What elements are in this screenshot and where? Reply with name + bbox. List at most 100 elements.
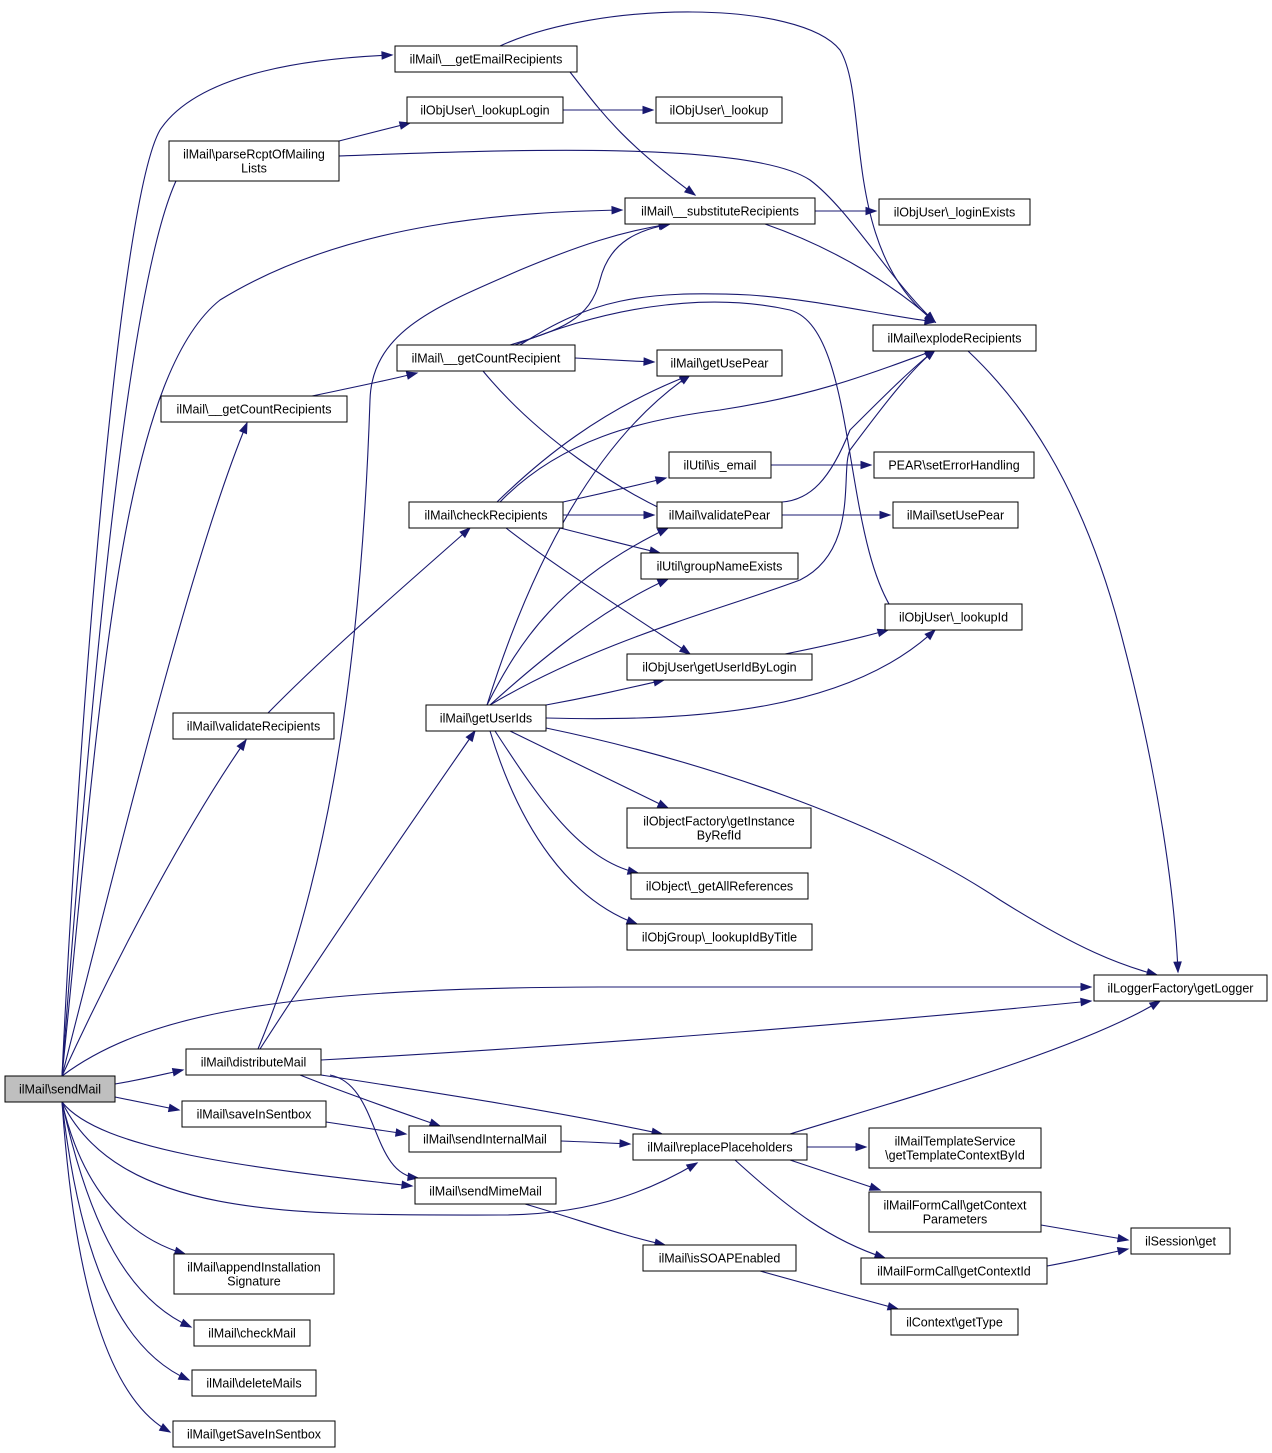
edge-getUserIds-to-getUserIdByLogin — [545, 678, 666, 706]
edge-distributeMail-to-sendMimeMail — [329, 1074, 420, 1182]
edge-sendMail-to-distributeMail — [114, 1068, 185, 1085]
edge-sendMail-to-getSaveInSentbox — [61, 1101, 172, 1433]
edge-replacePlaceholders-to-getContextId — [734, 1159, 887, 1259]
edge-sendMail-to-checkMail — [61, 1101, 193, 1328]
node-substituteRecipients[interactable]: ilMail\__substituteRecipients — [624, 197, 816, 225]
edge-getUserIds-to-getAllReferences — [494, 730, 640, 875]
node-box — [168, 140, 340, 182]
node-isSOAPEnabled[interactable]: ilMail\isSOAPEnabled — [642, 1244, 797, 1272]
node-deleteMails[interactable]: ilMail\deleteMails — [191, 1369, 317, 1397]
node-isEmail[interactable]: ilUtil\is_email — [668, 451, 772, 479]
node-sendMail[interactable]: ilMail\sendMail — [4, 1075, 116, 1103]
node-box — [173, 1253, 335, 1295]
arrowhead — [873, 1250, 887, 1259]
edge-distributeMail-to-sendInternalMail — [299, 1074, 442, 1127]
node-box — [185, 1048, 322, 1076]
arrowhead — [398, 121, 412, 130]
arrowhead — [683, 185, 697, 196]
node-box — [193, 1319, 311, 1347]
node-objUserLookup[interactable]: ilObjUser\_lookup — [655, 96, 783, 124]
node-box — [394, 45, 578, 73]
node-box — [1093, 974, 1268, 1002]
node-label: ilMail\__getEmailRecipients — [410, 53, 563, 67]
arrowhead — [407, 1172, 420, 1182]
node-box — [884, 603, 1023, 631]
edges-layer — [61, 11, 1182, 1433]
arrowhead — [236, 738, 247, 752]
node-lookupIdByTitle[interactable]: ilObjGroup\_lookupIdByTitle — [626, 923, 813, 951]
edge-checkRecipients-to-isEmail — [562, 476, 668, 503]
node-setErrorHandling[interactable]: PEAR\setErrorHandling — [873, 451, 1035, 479]
edge-sendMail-to-sendMimeMail — [61, 1101, 414, 1190]
arrowhead — [924, 628, 937, 641]
node-label: ilMail\replacePlaceholders — [647, 1141, 792, 1155]
node-label: ilMail\distributeMail — [201, 1056, 307, 1070]
node-getSaveInSentbox[interactable]: ilMail\getSaveInSentbox — [172, 1420, 336, 1448]
node-label: ilMail\validatePear — [669, 509, 770, 523]
node-setUsePear[interactable]: ilMail\setUsePear — [892, 501, 1019, 529]
node-box — [4, 1075, 116, 1103]
edge-checkRecipients-to-groupNameExists — [559, 527, 662, 555]
node-box — [160, 395, 348, 423]
node-lookupLogin[interactable]: ilObjUser\_lookupLogin — [406, 96, 564, 124]
arrowhead — [173, 1246, 187, 1256]
node-box — [890, 1308, 1019, 1336]
node-getLogger[interactable]: ilLoggerFactory\getLogger — [1093, 974, 1268, 1002]
node-getUserIdByLogin[interactable]: ilObjUser\getUserIdByLogin — [626, 653, 813, 681]
node-saveInSentbox[interactable]: ilMail\saveInSentbox — [181, 1100, 327, 1128]
node-loginExists[interactable]: ilObjUser\_loginExists — [878, 198, 1031, 226]
edge-getUserIds-to-validatePear — [486, 527, 670, 706]
node-label: PEAR\setErrorHandling — [888, 459, 1019, 473]
node-validatePear[interactable]: ilMail\validatePear — [656, 501, 783, 529]
node-getTemplateContextById[interactable]: ilMailTemplateService\getTemplateContext… — [868, 1127, 1042, 1169]
node-groupNameExists[interactable]: ilUtil\groupNameExists — [640, 552, 799, 580]
node-box — [868, 1191, 1042, 1233]
arrowhead — [860, 460, 873, 470]
node-box — [1130, 1227, 1231, 1255]
edge-getCountRecipients-to-getCountRecipient — [311, 371, 419, 397]
edge-substituteRecipients-to-explodeRecipients — [764, 223, 937, 323]
node-checkRecipients[interactable]: ilMail\checkRecipients — [408, 501, 564, 529]
edge-getEmailRecipients-to-substituteRecipients — [569, 71, 697, 196]
node-getCountRecipient[interactable]: ilMail\__getCountRecipient — [396, 344, 576, 372]
node-label: Signature — [227, 1275, 281, 1289]
node-lookupId[interactable]: ilObjUser\_lookupId — [884, 603, 1023, 631]
node-checkMail[interactable]: ilMail\checkMail — [193, 1319, 311, 1347]
edge-replacePlaceholders-to-getContextParameters — [789, 1159, 882, 1191]
node-distributeMail[interactable]: ilMail\distributeMail — [185, 1048, 322, 1076]
node-label: ilMail\sendMail — [19, 1083, 101, 1097]
node-box — [172, 712, 335, 740]
node-getCountRecipients[interactable]: ilMail\__getCountRecipients — [160, 395, 348, 423]
node-box — [414, 1177, 557, 1205]
node-getUsePear[interactable]: ilMail\getUsePear — [656, 349, 783, 377]
node-sessionGet[interactable]: ilSession\get — [1130, 1227, 1231, 1255]
arrowhead — [654, 476, 668, 485]
node-label: Lists — [241, 162, 267, 176]
edge-checkRecipients-to-getUsePear — [496, 374, 692, 503]
node-getUserIds[interactable]: ilMail\getUserIds — [425, 704, 547, 732]
edge-getCountRecipient-to-getUsePear — [574, 357, 656, 366]
node-sendMimeMail[interactable]: ilMail\sendMimeMail — [414, 1177, 557, 1205]
edge-checkRecipients-to-getUserIdByLogin — [505, 527, 692, 655]
arrowhead — [1080, 997, 1093, 1007]
node-explodeRecipients[interactable]: ilMail\explodeRecipients — [872, 324, 1037, 352]
edge-getUserIds-to-explodeRecipients — [489, 349, 937, 706]
edge-sendMail-to-saveInSentbox — [114, 1096, 181, 1113]
edge-replacePlaceholders-to-getLogger — [789, 1000, 1162, 1135]
node-contextGetType[interactable]: ilContext\getType — [890, 1308, 1019, 1336]
node-sendInternalMail[interactable]: ilMail\sendInternalMail — [408, 1125, 562, 1153]
node-replacePlaceholders[interactable]: ilMail\replacePlaceholders — [632, 1133, 808, 1161]
node-getContextId[interactable]: ilMailFormCall\getContextId — [860, 1257, 1048, 1285]
node-validateRecipients[interactable]: ilMail\validateRecipients — [172, 712, 335, 740]
node-label: ilContext\getType — [906, 1316, 1003, 1330]
node-label: \getTemplateContextById — [885, 1149, 1025, 1163]
node-getEmailRecipients[interactable]: ilMail\__getEmailRecipients — [394, 45, 578, 73]
node-label: ilLoggerFactory\getLogger — [1108, 982, 1254, 996]
node-getAllReferences[interactable]: ilObject\_getAllReferences — [630, 872, 809, 900]
node-label: ilMail\appendInstallation — [187, 1261, 320, 1275]
